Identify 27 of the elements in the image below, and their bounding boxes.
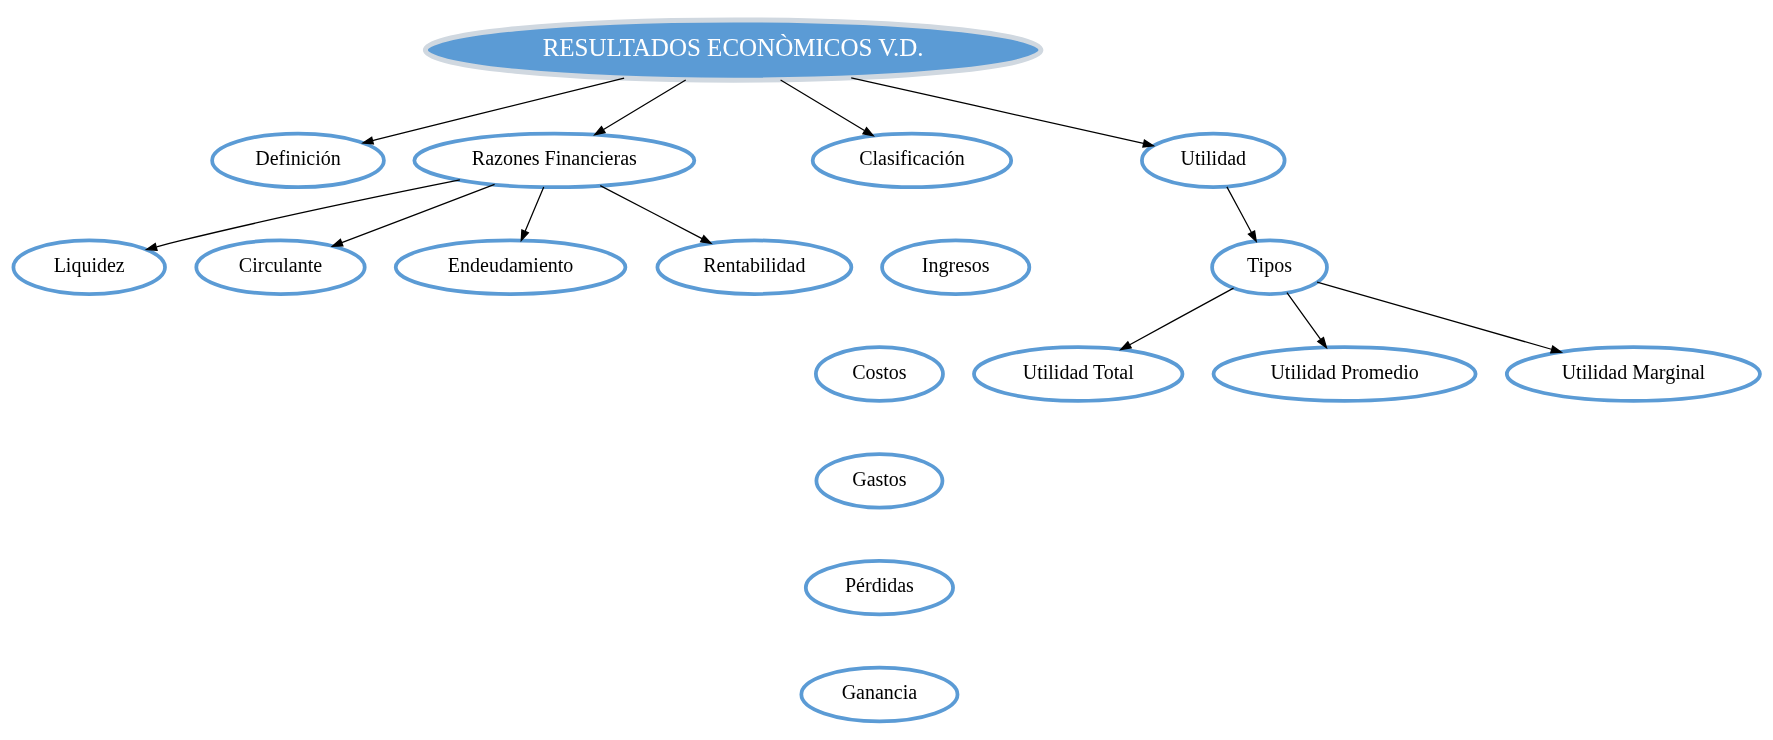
- arrow: [779, 78, 875, 137]
- node-ellipse: Clasificación: [810, 131, 1014, 189]
- arrow: [1119, 286, 1235, 350]
- node-ellipse: Utilidad Total: [972, 344, 1185, 403]
- node-ellipse: Utilidad Promedio: [1211, 344, 1478, 403]
- arrow: [361, 77, 625, 145]
- node-ellipse: Definición: [210, 131, 386, 189]
- arrow: [144, 178, 461, 251]
- node-ellipse: Rentabilidad: [655, 238, 854, 296]
- arrow: [1226, 185, 1258, 243]
- arrow: [330, 183, 496, 247]
- node-ellipse: Ganancia: [799, 665, 960, 723]
- node-ellipse: Gastos: [814, 451, 945, 509]
- node-ellipse: Endeudamiento: [393, 238, 628, 296]
- node-ellipse: Pérdidas: [803, 558, 955, 616]
- node-ellipse: Ingresos: [880, 238, 1032, 296]
- node-ellipse: RESULTADOS ECONÒMICOS V.D.: [422, 16, 1044, 83]
- arrow: [593, 78, 687, 136]
- arrow: [850, 76, 1156, 148]
- arrow: [599, 184, 713, 244]
- arrow: [1316, 281, 1564, 353]
- node-ellipse: Liquidez: [11, 238, 167, 296]
- node-ellipse: Costos: [814, 344, 945, 403]
- node-ellipse: Razones Financieras: [412, 131, 697, 189]
- node-ellipse: Tipos: [1210, 238, 1329, 296]
- arrow: [1286, 291, 1328, 349]
- arrow: [520, 185, 545, 242]
